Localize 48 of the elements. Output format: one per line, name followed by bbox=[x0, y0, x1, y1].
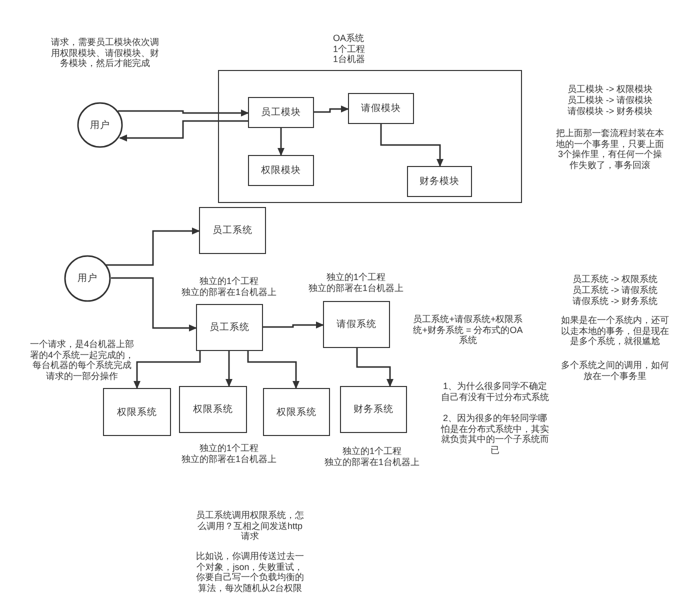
arrow bbox=[263, 322, 324, 328]
note-text: 如果是在一个系统内，还可以走本地的事务，但是现在是多个系统，就很尴尬 bbox=[560, 315, 670, 346]
system-box: 请假系统 bbox=[323, 301, 390, 348]
deployment-caption: 独立的1个工程 独立的部署在1台机器上 bbox=[180, 443, 278, 464]
arrow bbox=[226, 351, 232, 387]
note-text: 一个请求，是4台机器上部署的4个系统一起完成的，每台机器的每个系统完成请求的一部分操作 bbox=[30, 339, 134, 381]
deployment-caption: 独立的1个工程 独立的部署在1台机器上 bbox=[307, 272, 404, 293]
system-box: 员工系统 bbox=[199, 207, 266, 254]
note-text: 把上面那一套流程封装在本地的一个事务里，只要上面3个操作里，有任何一个操作失败了，事务回滚 bbox=[555, 128, 665, 170]
note-text: 比如说，你调用传送过去一个对象，json，失败重试，你要自己写一个负载均衡的算法，每次随机从2台权限 bbox=[195, 551, 305, 593]
arrow bbox=[105, 228, 200, 266]
user-circle: 用户 bbox=[77, 102, 123, 148]
note-text: 员工模块 -> 权限模块 bbox=[566, 84, 654, 94]
note-text: 员工模块 -> 请假模块 bbox=[566, 95, 654, 106]
module-box: 请假模块 bbox=[348, 93, 414, 124]
system-box: 权限系统 bbox=[263, 388, 330, 436]
system-box: 权限系统 bbox=[179, 386, 247, 433]
arrow bbox=[111, 277, 197, 332]
module-box: 员工模块 bbox=[248, 97, 314, 128]
system-box: 员工系统 bbox=[196, 304, 263, 351]
deployment-caption: 独立的1个工程 独立的部署在1台机器上 bbox=[323, 446, 420, 467]
arrow bbox=[356, 348, 394, 387]
arrow bbox=[119, 120, 248, 142]
container-title: 1台机器 bbox=[333, 54, 366, 64]
arrow bbox=[278, 127, 284, 156]
note-text: 请假系统 -> 财务系统 bbox=[571, 296, 659, 306]
container-title: 1个工程 bbox=[333, 44, 366, 54]
system-box: 权限系统 bbox=[103, 388, 171, 436]
deployment-caption: 独立的1个工程 独立的部署在1台机器上 bbox=[180, 276, 278, 297]
note-text: 请假模块 -> 财务模块 bbox=[566, 106, 654, 116]
arrow bbox=[247, 351, 300, 389]
note-text: 员工系统+请假系统+权限系统+财务系统 = 分布式的OA系统 bbox=[412, 314, 524, 346]
container-title: OA系统 bbox=[333, 33, 364, 44]
note-text: 1、为什么很多同学不确定自己有没有干过分布式系统 bbox=[440, 381, 550, 402]
arrow bbox=[380, 124, 444, 167]
module-box: 财务模块 bbox=[407, 166, 472, 197]
system-box: 财务系统 bbox=[340, 386, 407, 433]
note-text: 员工系统 -> 请假系统 bbox=[571, 285, 659, 296]
arrow bbox=[118, 110, 249, 116]
note-text: 请求，需要员工模块依次调用权限模块、请假模块、财务模块，然后才能完成 bbox=[50, 37, 160, 68]
user-circle: 用户 bbox=[64, 255, 111, 302]
note-text: 多个系统之间的调用，如何放在一个事务里 bbox=[560, 360, 670, 381]
arrow bbox=[314, 106, 349, 113]
note-text: 2、因为很多的年轻同学哪怕是在分布式系统中，其实就负责其中的一个子系统而已 bbox=[440, 413, 550, 455]
module-box: 权限模块 bbox=[248, 155, 314, 186]
arrow bbox=[134, 351, 201, 389]
note-text: 员工系统 -> 权限系统 bbox=[571, 274, 659, 284]
note-text: 员工系统调用权限系统，怎么调用？互相之间发送http请求 bbox=[195, 510, 305, 542]
